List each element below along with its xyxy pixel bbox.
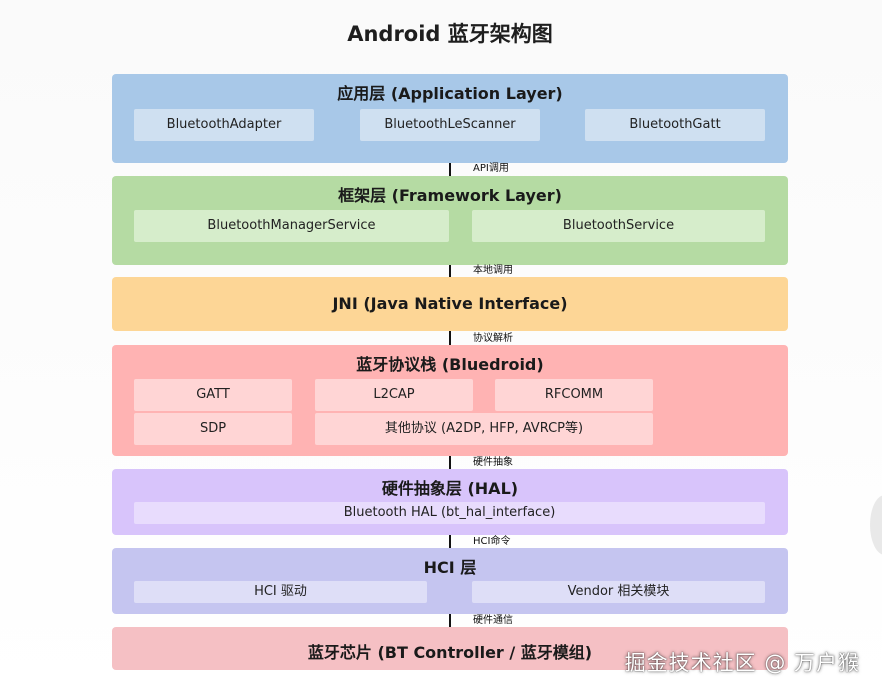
bluetooth-hal-box: Bluetooth HAL (bt_hal_interface)	[134, 502, 765, 524]
connector-label-hci-command: HCI命令	[473, 536, 511, 547]
application-layer: 应用层 (Application Layer) BluetoothAdapter…	[112, 74, 788, 163]
other-protocols-box: 其他协议 (A2DP, HFP, AVRCP等)	[315, 413, 653, 445]
connector-label-hw-communication: 硬件通信	[473, 615, 513, 626]
bluetooth-service-box: BluetoothService	[472, 210, 765, 242]
hal-layer: 硬件抽象层 (HAL) Bluetooth HAL (bt_hal_interf…	[112, 469, 788, 535]
vendor-module-box: Vendor 相关模块	[472, 581, 765, 603]
connector-label-api-call: API调用	[473, 163, 509, 174]
bluetooth-manager-service-box: BluetoothManagerService	[134, 210, 449, 242]
connector-app-framework	[449, 163, 451, 176]
sdp-box: SDP	[134, 413, 292, 445]
framework-layer-title: 框架层 (Framework Layer)	[338, 186, 562, 205]
l2cap-box: L2CAP	[315, 379, 473, 411]
connector-label-protocol-parse: 协议解析	[473, 333, 513, 344]
diagram-title: Android 蓝牙架构图	[347, 22, 553, 46]
connector-label-native-call: 本地调用	[473, 265, 513, 276]
edge-decoration	[870, 495, 882, 555]
watermark: 掘金技术社区 @ 万户猴	[624, 651, 860, 675]
framework-layer: 框架层 (Framework Layer) BluetoothManagerSe…	[112, 176, 788, 265]
connector-jni-stack	[449, 331, 451, 345]
jni-layer-title: JNI (Java Native Interface)	[332, 294, 568, 313]
connector-hal-hci	[449, 535, 451, 548]
application-layer-title: 应用层 (Application Layer)	[337, 84, 563, 103]
connector-stack-hal	[449, 456, 451, 469]
hci-layer: HCI 层 HCI 驱动 Vendor 相关模块	[112, 548, 788, 614]
bluetooth-adapter-box: BluetoothAdapter	[134, 109, 314, 141]
bluetooth-gatt-box: BluetoothGatt	[585, 109, 765, 141]
hal-layer-title: 硬件抽象层 (HAL)	[381, 479, 519, 498]
hci-layer-title: HCI 层	[423, 558, 477, 577]
bluetooth-le-scanner-box: BluetoothLeScanner	[360, 109, 540, 141]
bluedroid-stack-layer: 蓝牙协议栈 (Bluedroid) GATT L2CAP RFCOMM SDP …	[112, 345, 788, 456]
rfcomm-box: RFCOMM	[495, 379, 653, 411]
jni-layer: JNI (Java Native Interface)	[112, 277, 788, 331]
connector-framework-jni	[449, 265, 451, 277]
bt-controller-layer-title: 蓝牙芯片 (BT Controller / 蓝牙模组)	[307, 643, 593, 662]
gatt-box: GATT	[134, 379, 292, 411]
connector-label-hw-abstraction: 硬件抽象	[473, 457, 513, 468]
connector-hci-chip	[449, 614, 451, 627]
bluedroid-stack-layer-title: 蓝牙协议栈 (Bluedroid)	[356, 355, 544, 374]
hci-driver-box: HCI 驱动	[134, 581, 427, 603]
bt-controller-layer: 蓝牙芯片 (BT Controller / 蓝牙模组)	[112, 627, 788, 670]
